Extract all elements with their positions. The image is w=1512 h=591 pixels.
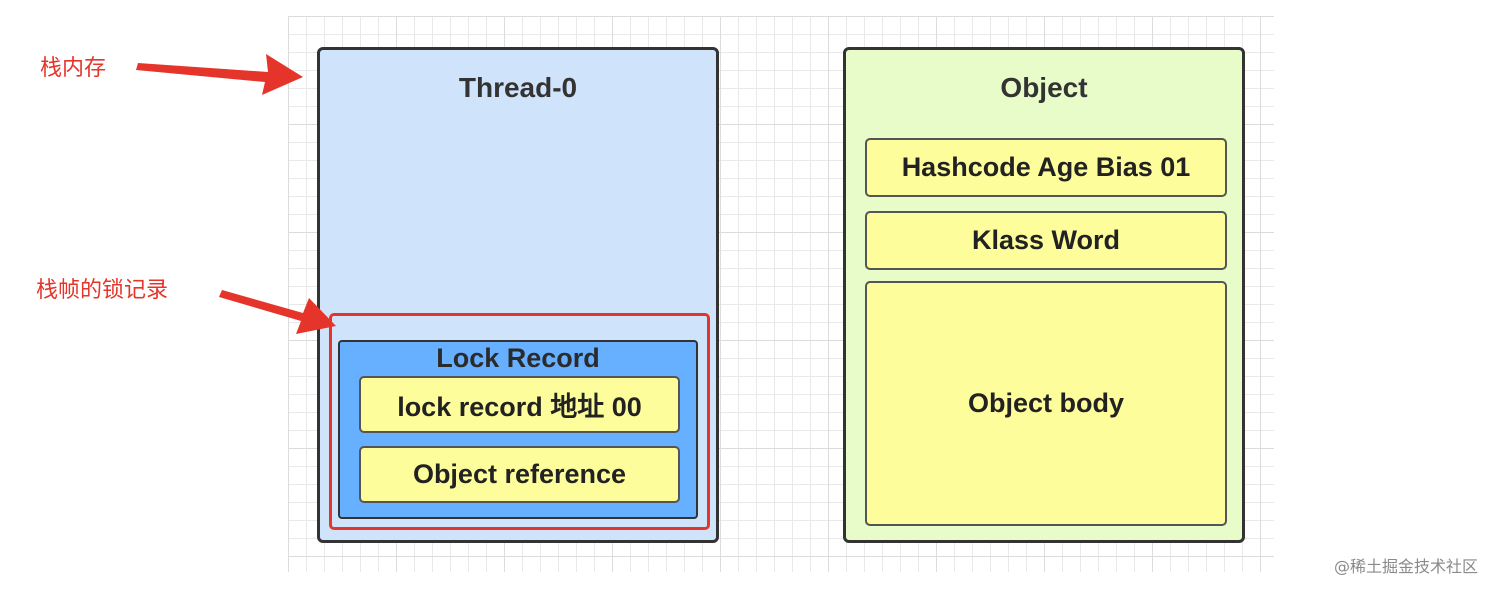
klass-word-cell: Klass Word bbox=[865, 211, 1227, 270]
frame-lock-record-label: 栈帧的锁记录 bbox=[36, 278, 169, 303]
mark-word-cell: Hashcode Age Bias 01 bbox=[865, 138, 1227, 197]
stack-memory-arrow-icon bbox=[136, 54, 303, 95]
site-watermark: @稀土掘金技术社区 bbox=[1334, 557, 1479, 576]
lock-record-box: Lock Record lock record 地址 00 Object ref… bbox=[338, 340, 698, 519]
object-box: Object Hashcode Age Bias 01 Klass Word O… bbox=[843, 47, 1245, 543]
object-reference-cell: Object reference bbox=[359, 446, 680, 503]
object-body-cell: Object body bbox=[865, 281, 1227, 526]
lock-record-highlight bbox=[329, 313, 710, 530]
object-title: Object bbox=[1000, 72, 1088, 103]
thread-title: Thread-0 bbox=[458, 72, 578, 103]
lock-record-title: Lock Record bbox=[436, 343, 600, 373]
lock-record-address-cell: lock record 地址 00 bbox=[359, 376, 680, 433]
stack-memory-label: 栈内存 bbox=[40, 56, 107, 81]
